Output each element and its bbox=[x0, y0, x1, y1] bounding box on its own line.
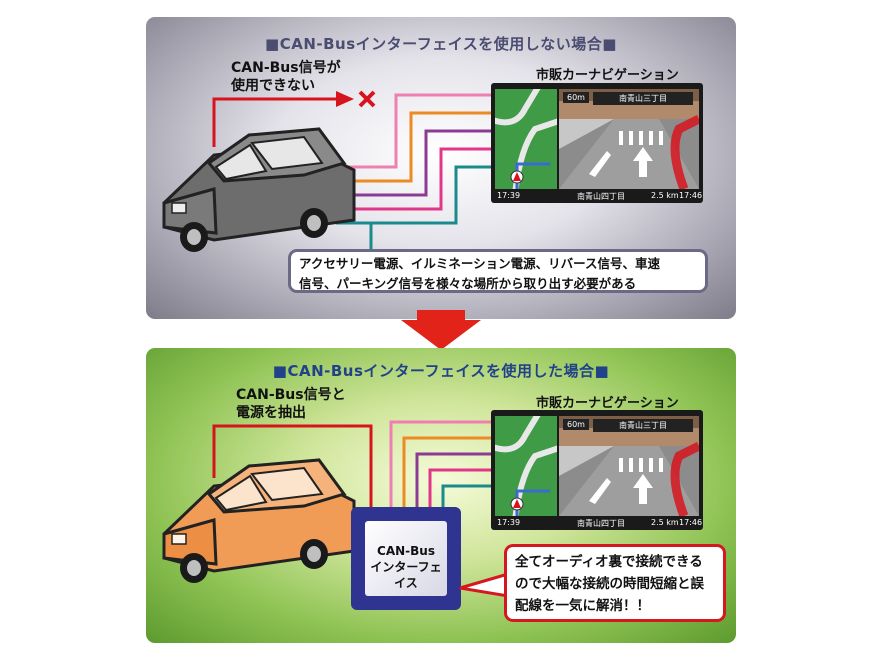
can-unavailable-label-line2: 使用できない bbox=[231, 78, 315, 94]
status-remaining: 2.5 km bbox=[651, 518, 679, 527]
callout-line1: 全てオーディオ裏で接続できる bbox=[515, 554, 703, 570]
panel-without-interface: ■CAN-Busインターフェイスを使用しない場合■ CAN-Bus信号が 使用で… bbox=[146, 17, 736, 319]
nav-status-bar: 17:39 南青山四丁目 2.5 km 17:46 bbox=[491, 189, 703, 203]
can-line-graphic bbox=[212, 90, 376, 147]
nav-label: 市販カーナビゲーション bbox=[536, 68, 679, 83]
benefit-callout: 全てオーディオ裏で接続できる ので大幅な接続の時間短縮と誤 配線を一気に解消！！ bbox=[504, 544, 726, 622]
next-place-banner: 南青山三丁目 bbox=[593, 419, 693, 432]
status-time: 17:39 bbox=[497, 191, 521, 200]
distance-badge: 60m bbox=[563, 419, 589, 430]
distance-badge: 60m bbox=[563, 92, 589, 103]
callout-line2: 信号、パーキング信号を様々な場所から取り出す必要がある bbox=[299, 276, 637, 291]
down-arrow-icon bbox=[401, 310, 481, 350]
panel-title: ■CAN-Busインターフェイスを使用した場合■ bbox=[272, 362, 610, 380]
can-extract-label-line1: CAN-Bus信号と bbox=[236, 387, 346, 403]
map-view bbox=[495, 89, 557, 189]
callout-line3: 配線を一気に解消！！ bbox=[515, 598, 650, 614]
can-unavailable-label-line1: CAN-Bus信号が bbox=[231, 60, 341, 76]
car-orange-graphic bbox=[162, 458, 356, 583]
can-extract-label-line2: 電源を抽出 bbox=[236, 405, 306, 421]
car-navigation-screen: 60m 南青山三丁目 17:39 南青山四丁目 2.5 km 17:46 bbox=[491, 83, 703, 203]
x-mark-icon bbox=[358, 90, 376, 108]
status-current-place: 南青山四丁目 bbox=[577, 192, 625, 201]
wires-graphic bbox=[212, 420, 491, 507]
interface-face: CAN-Bus インターフェイス bbox=[365, 521, 447, 596]
panel-title: ■CAN-Busインターフェイスを使用しない場合■ bbox=[265, 35, 617, 53]
info-callout: アクセサリー電源、イルミネーション電源、リバース信号、車速 信号、パーキング信号… bbox=[288, 249, 708, 293]
nav-label: 市販カーナビゲーション bbox=[536, 396, 679, 411]
status-current-place: 南青山四丁目 bbox=[577, 519, 625, 528]
car-gray-graphic bbox=[162, 127, 356, 252]
status-time: 17:39 bbox=[497, 518, 521, 527]
3d-road-view: 60m 南青山三丁目 bbox=[559, 416, 699, 516]
status-remaining: 2.5 km bbox=[651, 191, 679, 200]
next-place-banner: 南青山三丁目 bbox=[593, 92, 693, 105]
status-arrival: 17:46 bbox=[679, 191, 703, 200]
callout-line1: アクセサリー電源、イルミネーション電源、リバース信号、車速 bbox=[299, 256, 661, 271]
can-bus-interface-module: CAN-Bus インターフェイス bbox=[351, 507, 461, 610]
car-navigation-screen: 60m 南青山三丁目 17:39 南青山四丁目 2.5 km 17:46 bbox=[491, 410, 703, 530]
panel-with-interface: ■CAN-Busインターフェイスを使用した場合■ CAN-Bus信号と 電源を抽… bbox=[146, 348, 736, 643]
nav-status-bar: 17:39 南青山四丁目 2.5 km 17:46 bbox=[491, 516, 703, 530]
3d-road-view: 60m 南青山三丁目 bbox=[559, 89, 699, 189]
status-arrival: 17:46 bbox=[679, 518, 703, 527]
map-view bbox=[495, 416, 557, 516]
callout-line2: ので大幅な接続の時間短縮と誤 bbox=[515, 576, 704, 592]
wires-graphic bbox=[336, 93, 491, 249]
interface-label: CAN-Bus インターフェイス bbox=[370, 544, 442, 590]
